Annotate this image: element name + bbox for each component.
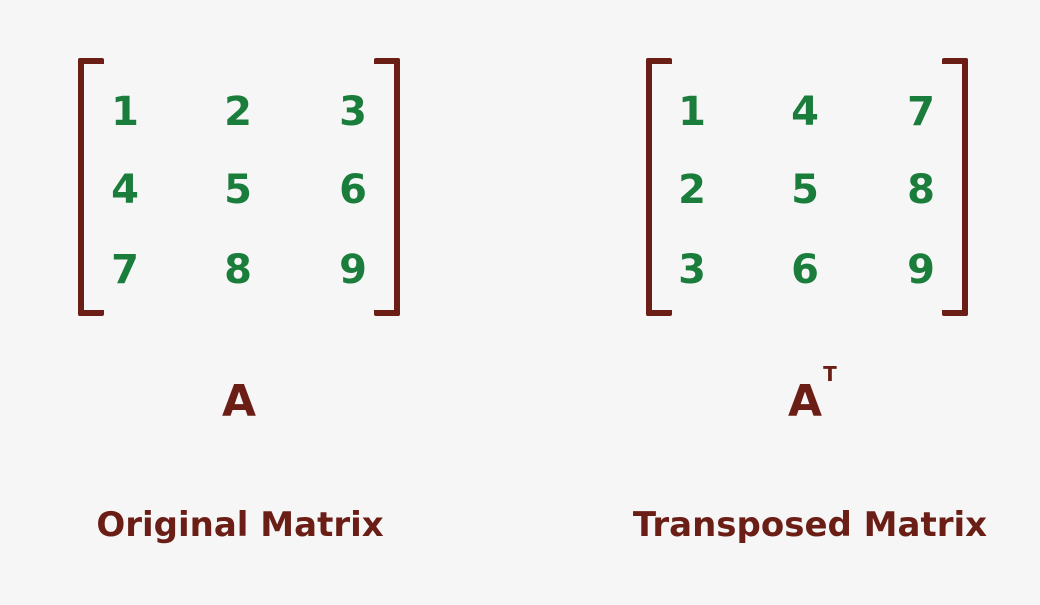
- transposed-matrix-block: 1 4 7 2 5 8 3 6 9 AT Transposed Matrix: [520, 0, 1040, 605]
- symbol-letter: A: [222, 376, 257, 427]
- symbol-letter: A: [788, 376, 823, 427]
- matrix-entry: 5: [791, 167, 819, 213]
- left-bracket: [78, 58, 104, 316]
- transpose-superscript: T: [823, 362, 837, 386]
- matrix-entry: 3: [339, 89, 367, 135]
- matrix-symbol: A: [222, 372, 256, 432]
- matrix-entry: 3: [678, 247, 706, 293]
- matrix-entry: 2: [224, 89, 252, 135]
- matrix-entry: 9: [339, 247, 367, 293]
- matrix-entry: 4: [791, 89, 819, 135]
- matrix-entry: 7: [111, 247, 139, 293]
- matrix-entry: 8: [224, 247, 252, 293]
- matrix-entry: 9: [907, 247, 935, 293]
- matrix-entry: 6: [339, 167, 367, 213]
- matrix-entry: 7: [907, 89, 935, 135]
- matrix-entry: 8: [907, 167, 935, 213]
- right-bracket: [374, 58, 400, 316]
- matrix-entry: 4: [111, 167, 139, 213]
- matrix-entry: 5: [224, 167, 252, 213]
- left-bracket: [646, 58, 672, 316]
- matrix-symbol: AT: [788, 364, 837, 432]
- matrix-entry: 2: [678, 167, 706, 213]
- right-bracket: [942, 58, 968, 316]
- matrix-entry: 1: [111, 89, 139, 135]
- matrix-entry: 6: [791, 247, 819, 293]
- matrix-caption: Transposed Matrix: [632, 505, 988, 545]
- matrix-caption: Original Matrix: [96, 505, 384, 545]
- matrix-entry: 1: [678, 89, 706, 135]
- original-matrix-block: 1 2 3 4 5 6 7 8 9 A Original Matrix: [78, 58, 400, 545]
